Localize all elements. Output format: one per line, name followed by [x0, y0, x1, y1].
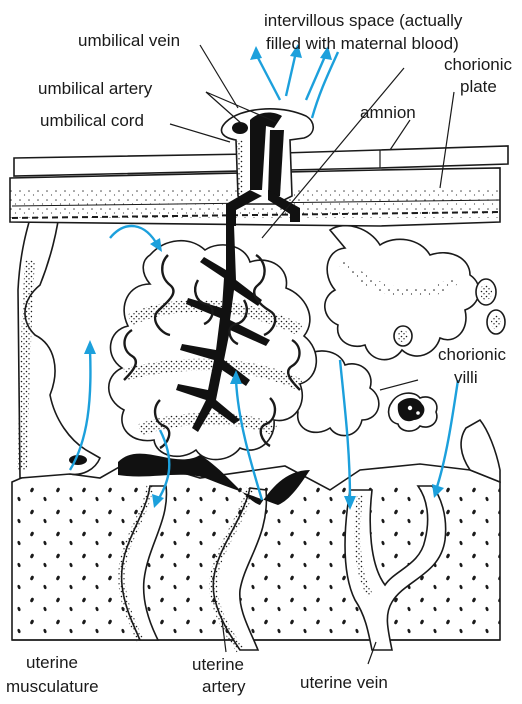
label-chorionic-plate-line1: chorionic [444, 55, 513, 74]
villous-tree [109, 225, 317, 460]
right-villi-cluster [287, 226, 505, 436]
label-intervillous-space-line2: filled with maternal blood) [266, 34, 459, 53]
label-chorionic-villi-line2: villi [454, 368, 478, 387]
label-intervillous-space-line1: intervillous space (actually [264, 11, 463, 30]
label-umbilical-vein: umbilical vein [78, 31, 180, 50]
label-uterine-vein: uterine vein [300, 673, 388, 692]
label-chorionic-plate-line2: plate [460, 77, 497, 96]
label-uterine-artery-line1: uterine [192, 655, 244, 674]
label-amnion: amnion [360, 103, 416, 122]
label-umbilical-cord: umbilical cord [40, 111, 144, 130]
label-uterine-musculature-line2: musculature [6, 677, 99, 696]
label-chorionic-villi-line1: chorionic [438, 345, 507, 364]
label-uterine-musculature-line1: uterine [26, 653, 78, 672]
left-tissue-column [18, 205, 100, 478]
label-uterine-artery-line2: artery [202, 677, 246, 696]
label-umbilical-artery: umbilical artery [38, 79, 153, 98]
